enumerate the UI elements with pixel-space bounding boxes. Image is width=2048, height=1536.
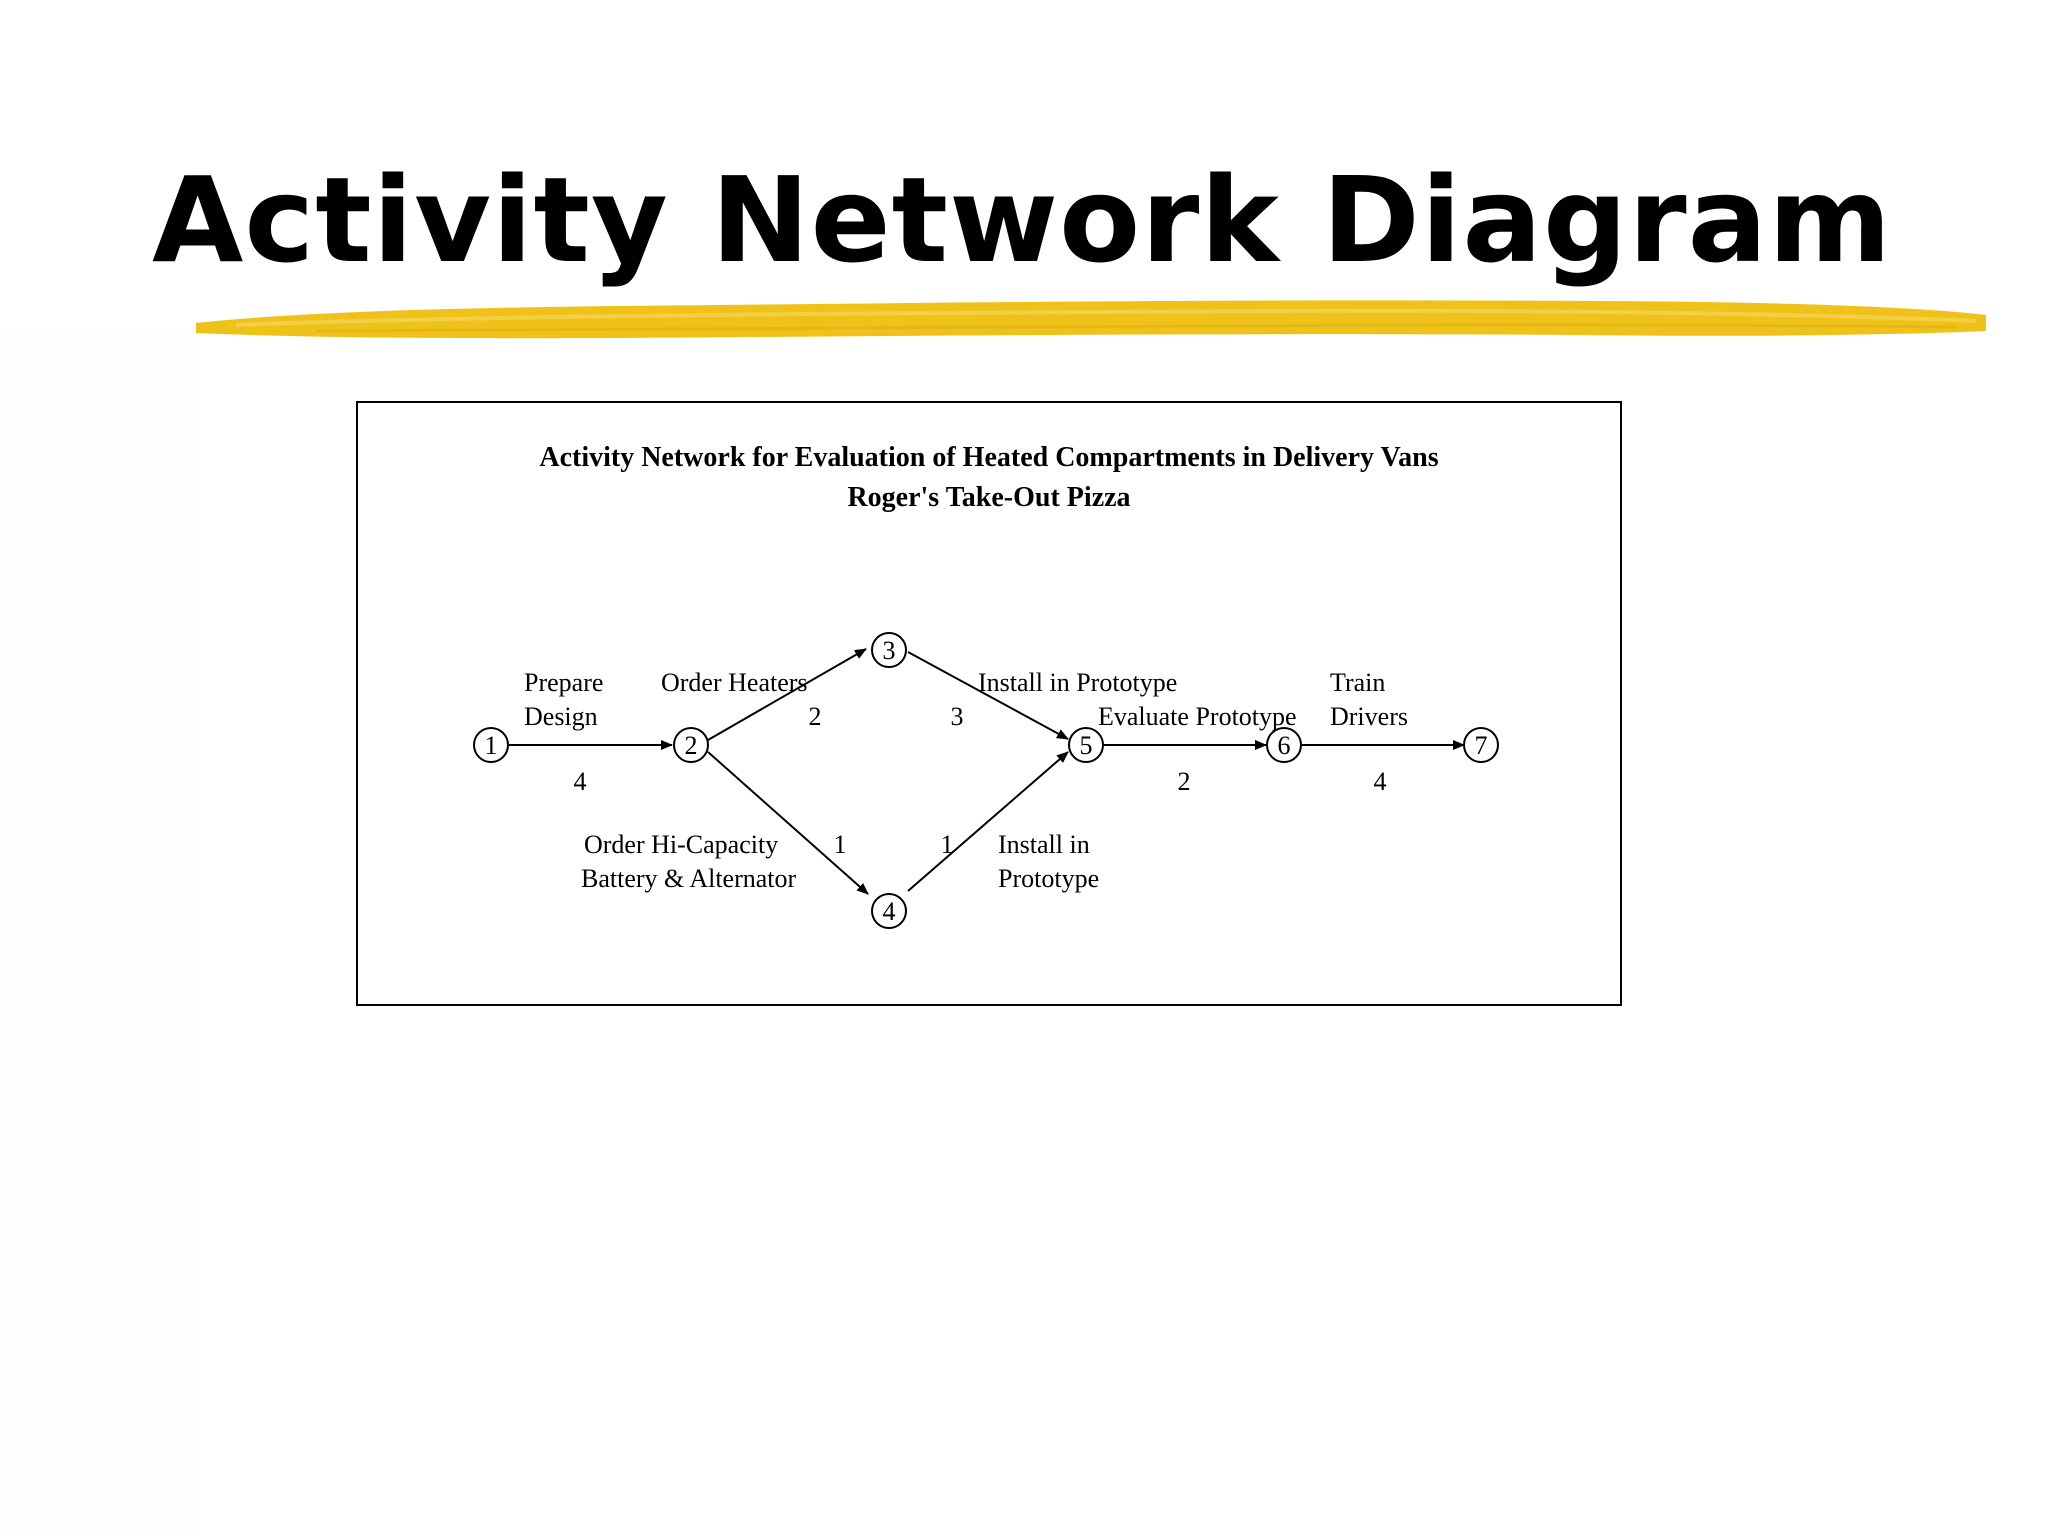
activity-6-7-name-line2: Drivers bbox=[1330, 702, 1408, 731]
activity-6-7-duration: 4 bbox=[1374, 767, 1387, 796]
node-1: 1 bbox=[474, 728, 508, 762]
node-3-label: 3 bbox=[883, 636, 896, 665]
activity-2-4-duration: 1 bbox=[834, 830, 847, 859]
node-3: 3 bbox=[872, 633, 906, 667]
activity-2-4-name-line1: Order Hi-Capacity bbox=[584, 830, 778, 859]
activity-2-3-name: Order Heaters bbox=[661, 668, 808, 697]
activity-6-7-name-line1: Train bbox=[1330, 668, 1385, 697]
activity-1-2-name-line1: Prepare bbox=[524, 668, 603, 697]
node-2-label: 2 bbox=[685, 731, 698, 760]
activity-4-5-name-line2: Prototype bbox=[998, 864, 1099, 893]
activity-network: 1 2 3 4 5 bbox=[358, 403, 1620, 1004]
slide-title: Activity Network Diagram bbox=[152, 150, 1892, 290]
activity-labels: Prepare Design 4 Order Heaters 2 Order H… bbox=[524, 668, 1408, 893]
activity-3-5-duration: 3 bbox=[951, 702, 964, 731]
activity-2-4-name-line2: Battery & Alternator bbox=[581, 864, 797, 893]
diagram-frame: Activity Network for Evaluation of Heate… bbox=[356, 401, 1622, 1006]
node-1-label: 1 bbox=[485, 731, 498, 760]
node-4-label: 4 bbox=[883, 897, 896, 926]
activity-4-5-name-line1: Install in bbox=[998, 830, 1090, 859]
title-underline-brushstroke bbox=[196, 285, 1986, 355]
activity-2-3-duration: 2 bbox=[809, 702, 822, 731]
node-7: 7 bbox=[1464, 728, 1498, 762]
activity-1-2-duration: 4 bbox=[574, 767, 587, 796]
activity-4-5-duration: 1 bbox=[941, 830, 954, 859]
node-7-label: 7 bbox=[1475, 731, 1488, 760]
slide-background-shade bbox=[0, 330, 196, 1536]
activity-5-6-duration: 2 bbox=[1178, 767, 1191, 796]
node-6-label: 6 bbox=[1278, 731, 1291, 760]
node-5: 5 bbox=[1069, 728, 1103, 762]
activity-1-2-name-line2: Design bbox=[524, 702, 598, 731]
node-5-label: 5 bbox=[1080, 731, 1093, 760]
node-2: 2 bbox=[674, 728, 708, 762]
activity-3-5-name: Install in Prototype bbox=[978, 668, 1177, 697]
node-6: 6 bbox=[1267, 728, 1301, 762]
node-4: 4 bbox=[872, 894, 906, 928]
activity-5-6-name: Evaluate Prototype bbox=[1098, 702, 1297, 731]
